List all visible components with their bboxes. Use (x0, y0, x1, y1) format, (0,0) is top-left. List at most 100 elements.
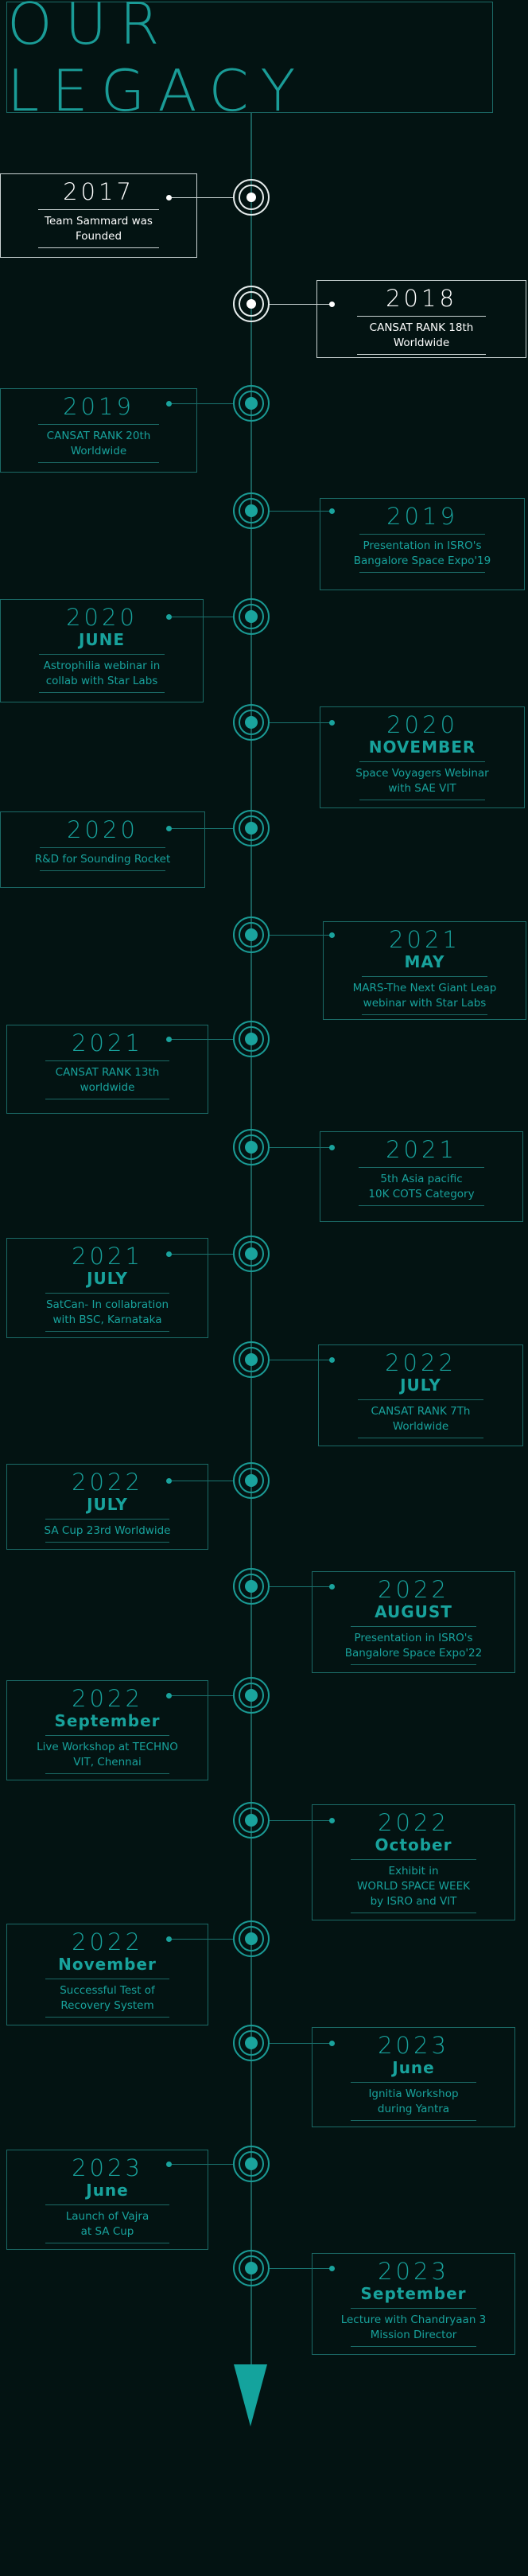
event-description: Space Voyagers Webinar with SAE VIT (320, 762, 524, 800)
event-year: 2022 (385, 1349, 456, 1376)
event-description: R&D for Sounding Rocket (1, 848, 204, 870)
connector-dot-icon (166, 614, 172, 620)
event-description-line: SatCan- In collabration (45, 1298, 169, 1311)
event-month: November (58, 1955, 157, 1974)
divider (359, 534, 486, 535)
timeline-node-icon (233, 1568, 270, 1605)
event-month: NOVEMBER (368, 737, 476, 757)
event-description: SatCan- In collabration with BSC, Karnata… (7, 1294, 208, 1331)
timeline-connector (270, 932, 335, 938)
event-description-line: with SAE VIT (388, 782, 456, 795)
event-description-line: by ISRO and VIT (370, 1895, 457, 1908)
divider (356, 354, 487, 355)
connector-dot-icon (329, 932, 335, 938)
event-month: October (375, 1835, 452, 1854)
divider (351, 1626, 476, 1627)
event-month: JUNE (78, 630, 126, 649)
event-description-line: R&D for Sounding Rocket (34, 853, 171, 866)
event-year: 2017 (63, 178, 134, 205)
event-description-line: Exhibit in (388, 1865, 439, 1878)
timeline-node-icon (233, 1462, 270, 1499)
event-month: September (360, 2284, 467, 2303)
timeline-node-icon (233, 1920, 270, 1957)
event-description-line: with BSC, Karnataka (52, 1313, 162, 1326)
connector-dot-icon (166, 826, 172, 831)
timeline-connector (166, 401, 233, 407)
connector-dot-icon (329, 1145, 335, 1150)
event-month: JULY (400, 1376, 441, 1395)
divider (39, 692, 165, 693)
divider (45, 1060, 170, 1061)
timeline-connector (166, 826, 233, 831)
timeline-connector (270, 1145, 335, 1150)
divider (359, 1205, 484, 1206)
divider (37, 247, 160, 248)
timeline-connector (166, 1251, 233, 1257)
timeline-node-icon (233, 179, 270, 216)
event-description-line: Mission Director (370, 2329, 457, 2341)
timeline-connector (166, 1693, 233, 1699)
divider (45, 1331, 170, 1332)
event-description-line: Successful Test of (60, 1984, 155, 1997)
timeline-node-icon (233, 916, 270, 953)
connector-dot-icon (166, 401, 172, 407)
connector-dot-icon (166, 1251, 172, 1257)
timeline-connector (166, 1936, 233, 1942)
timeline-node-icon (233, 286, 270, 322)
event-year: 2019 (386, 503, 458, 530)
event-description-line: Founded (75, 230, 122, 243)
divider (351, 1664, 476, 1665)
divider (362, 1014, 487, 1015)
event-year: 2020 (66, 604, 138, 631)
timeline-node-icon (233, 2250, 270, 2286)
event-month: September (54, 1711, 161, 1730)
event-description-line: VIT, Chennai (73, 1756, 142, 1769)
timeline-connector (270, 1584, 335, 1590)
divider (359, 761, 486, 762)
event-description-line: CANSAT RANK 7Th (371, 1405, 471, 1418)
event-description-line: 10K COTS Category (368, 1188, 475, 1200)
divider (39, 870, 166, 871)
divider (351, 2308, 476, 2309)
event-description-line: Space Voyagers Webinar (355, 767, 489, 780)
timeline-node-icon (233, 1129, 270, 1165)
connector-dot-icon (166, 1037, 172, 1042)
timeline-node-icon (233, 1341, 270, 1378)
divider (39, 654, 165, 655)
event-description-line: 5th Asia pacific (380, 1173, 463, 1185)
event-year: 2019 (63, 393, 134, 420)
timeline-node-icon (233, 492, 270, 529)
timeline-node-icon (233, 2146, 270, 2182)
event-description-line: Presentation in ISRO's (354, 1632, 473, 1644)
timeline-connector (270, 1818, 335, 1823)
event-year: 2018 (386, 285, 457, 312)
divider (359, 1167, 484, 1168)
divider (37, 209, 160, 210)
event-year: 2023 (72, 2154, 143, 2181)
event-year: 2022 (378, 1809, 449, 1836)
divider (37, 424, 160, 425)
divider (351, 2120, 476, 2121)
timeline-node-icon (233, 1021, 270, 1057)
event-description-line: collab with Star Labs (45, 675, 158, 687)
event-description-line: Live Workshop at TECHNO (37, 1741, 178, 1753)
connector-dot-icon (329, 1818, 335, 1823)
event-description-line: CANSAT RANK 20th (46, 430, 151, 442)
connector-dot-icon (329, 508, 335, 514)
divider (45, 2204, 170, 2205)
event-description-line: MARS-The Next Giant Leap (352, 982, 497, 994)
event-description-line: Ignitia Workshop (368, 2088, 459, 2100)
